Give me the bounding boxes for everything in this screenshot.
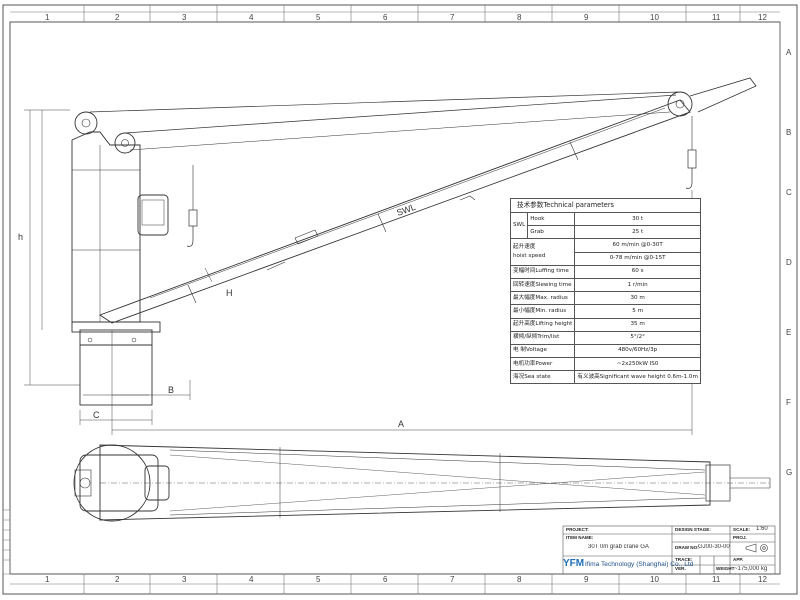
col-label: 10 — [650, 575, 659, 584]
col-label: 6 — [383, 575, 388, 584]
col-label: 7 — [450, 575, 455, 584]
boom-tip-sheave — [667, 91, 693, 117]
col-label: 11 — [712, 575, 721, 584]
table-row: 起升速度 hoist speed 60 m/min @0-30T — [509, 238, 701, 266]
table-row: 电机功率Power ~2x250kW IS0 — [509, 357, 701, 372]
design-stage-label: DESIGN STAGE: — [675, 527, 711, 532]
col-label: 12 — [758, 13, 767, 22]
revision-strip — [2, 509, 11, 575]
item-name-value: 30T 0m grab crane GA — [588, 544, 649, 550]
luffing-rope — [89, 91, 679, 113]
proj-label: PROJ. — [733, 535, 747, 540]
table-row: SWL Hook 30 t — [509, 211, 701, 240]
col-label: 3 — [182, 575, 187, 584]
scale-label: SCALE: — [733, 527, 751, 532]
top-ruler — [10, 5, 780, 22]
pedestal — [79, 329, 153, 406]
col-label: 4 — [249, 13, 254, 22]
row-labels-right: A B C D E F G — [779, 22, 792, 574]
top-sheave — [74, 111, 98, 135]
col-label: 2 — [115, 575, 120, 584]
item-name-label: ITEM NAME: — [566, 535, 594, 540]
row-label: E — [786, 328, 791, 337]
weight-value: ~175,000 kg — [734, 566, 768, 572]
company-name: Ifima Technology (Shanghai) Co., Ltd — [585, 561, 694, 568]
row-label: G — [786, 468, 792, 477]
param-label: 海况Sea state — [509, 370, 576, 385]
operator-cabin — [137, 194, 169, 236]
col-label: 8 — [517, 13, 522, 22]
table-row: 变幅时间Luffing time 60 s — [509, 264, 701, 279]
row-label: D — [786, 258, 792, 267]
slewing-platform — [73, 444, 151, 522]
weight-label: WEIGHT — [716, 566, 735, 571]
projection-symbol-icon — [745, 543, 768, 553]
dim-A: A — [398, 419, 404, 429]
col-label: 5 — [316, 575, 321, 584]
param-label-en: hoist speed — [513, 253, 546, 260]
dim-B: B — [168, 385, 174, 395]
param-value: 有义波高Significant wave height 0.6m-1.0m — [574, 370, 701, 385]
trace-label: TRACE: — [675, 557, 693, 562]
crane-plan-view — [73, 444, 771, 522]
col-label: 9 — [584, 575, 589, 584]
table-row: 海况Sea state 有义波高Significant wave height … — [509, 370, 701, 385]
col-label: 5 — [316, 13, 321, 22]
table-row: 最小幅度Min. radius 5 m — [509, 304, 701, 319]
table-row: 回转速度Slewing time 1 r/min — [509, 277, 701, 293]
company-logo: YFM — [563, 558, 585, 569]
crane-elevation: H — [71, 77, 757, 406]
col-label: 7 — [450, 13, 455, 22]
col-label: 10 — [650, 13, 659, 22]
col-label: 8 — [517, 575, 522, 584]
col-label: 1 — [45, 13, 50, 22]
technical-parameters-table: 技术参数Technical parameters SWL Hook 30 t G… — [509, 198, 701, 385]
boom-plan — [99, 444, 711, 521]
param-label-cn: 起升速度 — [513, 244, 536, 251]
dim-h: h — [18, 232, 23, 242]
luffing-rope — [124, 94, 677, 134]
param-label: 起升速度 hoist speed — [509, 238, 576, 266]
project-label: PROJECT: — [566, 527, 589, 532]
col-label: 9 — [584, 13, 589, 22]
row-label: F — [786, 398, 791, 407]
col-label: 2 — [115, 13, 120, 22]
drawing-no-label: DRAW NO: — [675, 545, 699, 550]
outer-frame — [2, 4, 798, 595]
crane-house — [71, 131, 141, 323]
row-label: B — [786, 128, 791, 137]
col-label: 1 — [45, 575, 50, 584]
col-label: 3 — [182, 13, 187, 22]
col-label: 4 — [249, 575, 254, 584]
row-label: A — [786, 48, 792, 57]
column-labels-top: 1 2 3 4 5 6 7 8 9 10 11 12 — [45, 13, 767, 22]
column-labels-bottom: 1 2 3 4 5 6 7 8 9 10 11 12 — [45, 575, 767, 584]
col-label: 6 — [383, 13, 388, 22]
bottom-ruler — [10, 574, 780, 594]
col-label: 11 — [712, 13, 721, 22]
app-label: APP. — [733, 557, 744, 562]
scale-value: 1:60 — [756, 526, 768, 532]
param-label: 最小幅度Min. radius — [509, 304, 576, 319]
boom — [99, 99, 691, 324]
col-label: 12 — [758, 575, 767, 584]
ver-label: VER. — [675, 566, 686, 571]
row-label: C — [786, 188, 792, 197]
dim-C: C — [93, 410, 100, 420]
drawing-no-value: GJ00-30-00 — [698, 544, 730, 550]
dim-H-small: H — [226, 288, 233, 298]
